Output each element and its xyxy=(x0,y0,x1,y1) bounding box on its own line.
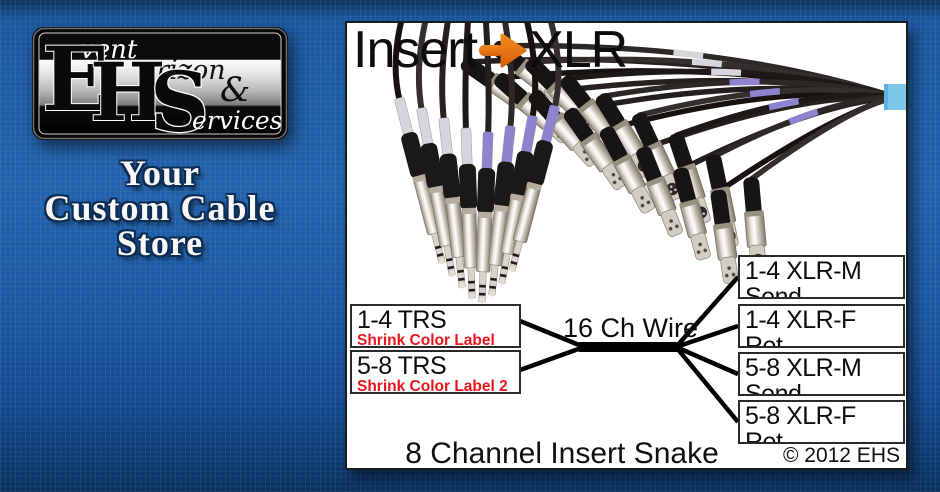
label-sub: Shrink Color Label xyxy=(357,332,495,348)
logo-script-vent: vent xyxy=(80,35,138,65)
wiring-diagram-lines xyxy=(519,275,740,424)
label-main: 1-4 XLR-M Send xyxy=(745,257,862,299)
copyright-text: © 2012 EHS xyxy=(782,444,900,467)
label-main: 5-8 XLR-M Send xyxy=(745,354,862,396)
ehs-logo-icon: vent E orizon H S & ervices xyxy=(32,26,288,152)
product-caption: 8 Channel Insert Snake xyxy=(405,437,719,470)
logo-letter-e: E xyxy=(42,27,109,131)
label-main: 1-4 TRS xyxy=(357,306,447,334)
cable-photo xyxy=(392,23,906,304)
tagline-line-3: Store xyxy=(116,223,204,263)
product-panel: Insert XLR 1-4 TRS Shrink Color Label 5-… xyxy=(345,21,908,470)
16ch-wire-bar xyxy=(578,342,678,352)
title-insert: Insert xyxy=(353,21,478,79)
label-box-xlrm-send-5-8: 5-8 XLR-M Send Shrink Color Label 2 xyxy=(738,352,905,396)
orange-right-arrow-icon xyxy=(478,23,528,83)
ehs-logo: vent E orizon H S & ervices xyxy=(32,26,288,152)
panel-title: Insert XLR xyxy=(353,17,628,83)
label-sub: Shrink Color Label 2 xyxy=(357,378,508,394)
title-xlr: XLR xyxy=(529,21,628,79)
label-main: 5-8 XLR-F Ret xyxy=(745,402,856,444)
label-main: 5-8 TRS xyxy=(357,352,447,380)
label-box-trs-1-4: 1-4 TRS Shrink Color Label xyxy=(350,304,521,348)
logo-ampersand: & xyxy=(220,70,250,110)
label-box-xlrm-send-1-4: 1-4 XLR-M Send Shrink Color Label xyxy=(738,255,905,299)
logo-letter-h: H xyxy=(90,45,166,139)
label-main: 1-4 XLR-F Ret xyxy=(745,306,856,348)
tagline: Your Custom Cable Store xyxy=(5,153,315,263)
wire-count-label: 16 Ch Wire xyxy=(563,313,699,343)
logo-script-ervices: ervices xyxy=(192,106,283,135)
label-box-xlrf-ret-1-4: 1-4 XLR-F Ret Shrink Color Label xyxy=(738,304,905,348)
tagline-line-2: Custom Cable xyxy=(44,188,276,228)
label-box-xlrf-ret-5-8: 5-8 XLR-F Ret Shrink Color Label 2 xyxy=(738,400,905,444)
tagline-line-1: Your xyxy=(119,153,200,193)
logo-script-orizon: orizon xyxy=(140,55,226,86)
logo-letter-s: S xyxy=(150,55,209,140)
label-box-trs-5-8: 5-8 TRS Shrink Color Label 2 xyxy=(350,350,521,394)
